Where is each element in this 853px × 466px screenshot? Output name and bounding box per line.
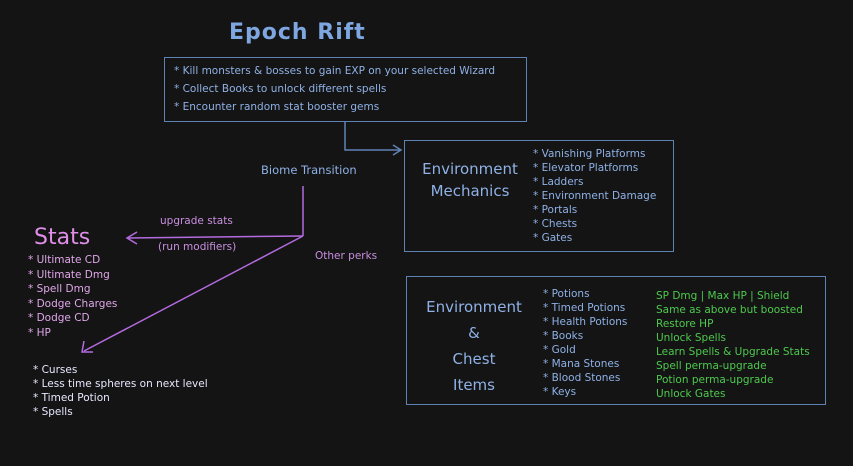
arrow-to-stats <box>127 235 304 239</box>
perks-list: Curses Less time spheres on next level T… <box>33 363 208 419</box>
chest-items-list: Potions Timed Potions Health Potions Boo… <box>543 287 628 399</box>
chest-item-effect: Learn Spells & Upgrade Stats <box>656 346 810 358</box>
mechanics-title-line: Mechanics <box>430 182 510 200</box>
run-modifiers-label: (run modifiers) <box>158 241 237 253</box>
mechanic-item: Chests <box>533 217 656 231</box>
mechanic-item: Ladders <box>533 175 656 189</box>
arrow-head-mechanics <box>392 144 403 156</box>
chest-item-effect: Unlock Spells <box>656 332 726 344</box>
chest-item-effect: Unlock Gates <box>656 388 726 400</box>
other-perks-label: Other perks <box>315 250 378 262</box>
upgrade-stats-label: upgrade stats <box>160 215 233 227</box>
intro-list: Kill monsters & bosses to gain EXP on yo… <box>174 62 496 116</box>
arrow-head-stats <box>125 231 138 245</box>
stats-list: Ultimate CD Ultimate Dmg Spell Dmg Dodge… <box>28 253 118 341</box>
environment-mechanics-list: Vanishing Platforms Elevator Platforms L… <box>533 147 657 245</box>
mechanic-item: Elevator Platforms <box>533 161 656 175</box>
mechanic-item: Vanishing Platforms <box>533 147 656 161</box>
stat-item: Ultimate Dmg <box>28 268 117 283</box>
chest-item: Timed Potions <box>543 301 627 315</box>
biome-transition-label: Biome Transition <box>261 163 357 177</box>
mechanic-item: Gates <box>533 231 656 245</box>
intro-item: Encounter random stat booster gems <box>174 98 495 116</box>
stats-title: Stats <box>34 225 91 250</box>
stat-item: HP <box>28 326 117 341</box>
stat-item: Dodge Charges <box>28 297 118 312</box>
chest-title-line: Items <box>453 376 495 394</box>
chest-item: Keys <box>543 385 627 399</box>
chest-title-line: Environment <box>426 298 522 316</box>
arrow-head-perks <box>81 340 93 353</box>
environment-chest-items-box <box>406 276 826 405</box>
environment-mechanics-title: Environment Mechanics <box>410 158 530 202</box>
mechanic-item: Environment Damage <box>533 189 657 203</box>
stat-item: Spell Dmg <box>28 282 117 297</box>
chest-item-effect: Same as above but boosted <box>656 304 803 316</box>
stat-item: Dodge CD <box>28 311 117 326</box>
chest-item-effect: Restore HP <box>656 318 714 330</box>
arrow-intro-to-mechanics <box>344 122 400 151</box>
environment-chest-items-title: Environment & Chest Items <box>410 294 538 398</box>
chest-item: Mana Stones <box>543 357 627 371</box>
stat-item: Ultimate CD <box>28 253 117 268</box>
chest-item-effects-list: SP Dmg | Max HP | Shield Same as above b… <box>656 289 810 401</box>
chest-item: Gold <box>543 343 627 357</box>
perk-item: Timed Potion <box>33 391 208 405</box>
arrow-to-perks <box>83 235 304 352</box>
intro-item: Collect Books to unlock different spells <box>174 80 495 98</box>
chest-item-effect: Spell perma-upgrade <box>656 360 767 372</box>
chest-item: Books <box>543 329 627 343</box>
chest-item: Health Potions <box>543 315 628 329</box>
intro-box <box>164 57 527 122</box>
perk-item: Spells <box>33 405 208 419</box>
perk-item: Curses <box>33 363 208 377</box>
diagram-title: Epoch Rift <box>229 20 366 45</box>
chest-item-effect: SP Dmg | Max HP | Shield <box>656 290 790 302</box>
chest-title-line: Chest <box>452 350 496 368</box>
mechanics-title-line: Environment <box>422 160 518 178</box>
chest-item: Blood Stones <box>543 371 627 385</box>
environment-mechanics-box <box>404 140 674 252</box>
chest-title-line: & <box>468 324 480 342</box>
chest-item: Potions <box>543 287 627 301</box>
mechanic-item: Portals <box>533 203 656 217</box>
perk-item: Less time spheres on next level <box>33 377 208 391</box>
intro-item: Kill monsters & bosses to gain EXP on yo… <box>174 62 496 80</box>
chest-item-effect: Potion perma-upgrade <box>656 374 774 386</box>
